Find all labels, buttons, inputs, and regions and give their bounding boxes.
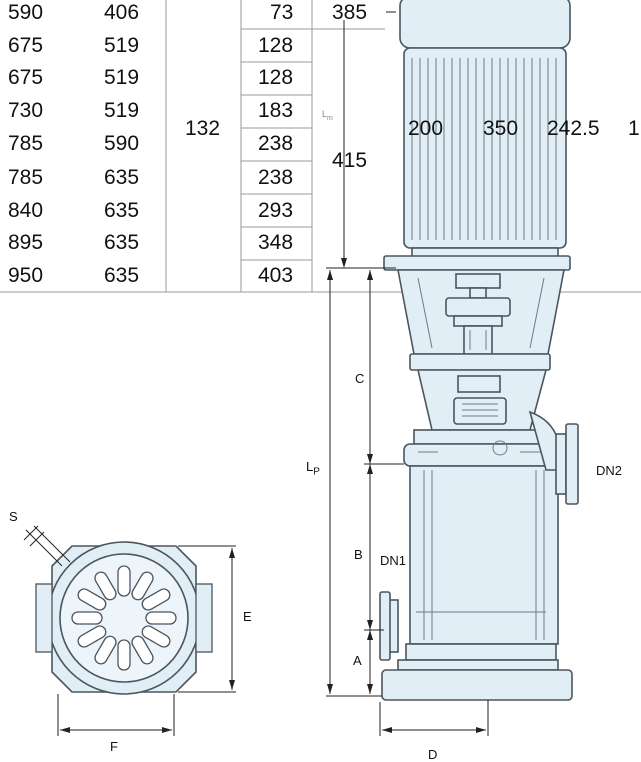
top-view-corners <box>35 583 213 653</box>
table-cell: 385 <box>332 1 368 24</box>
table-cell: 403 <box>258 264 294 287</box>
table-cell: 519 <box>104 34 140 57</box>
table-cell: 293 <box>258 199 294 222</box>
table-cell: 895 <box>8 231 44 254</box>
label-c: C <box>355 371 365 386</box>
label-lm: Lm <box>322 110 333 122</box>
label-f: F <box>110 739 118 754</box>
label-s: S <box>9 509 18 524</box>
table-cell-merged: 415 <box>332 149 368 172</box>
table-cell: 635 <box>104 231 140 254</box>
dimension-lines <box>23 11 489 736</box>
table-cell-merged: 350 <box>483 117 519 140</box>
label-dn2: DN2 <box>596 463 623 478</box>
pump-body <box>379 410 579 701</box>
bracket-details <box>417 277 545 417</box>
table-cell: 635 <box>104 166 140 189</box>
table-cell: 635 <box>104 264 140 287</box>
top-view-slots <box>71 565 177 671</box>
label-b: B <box>354 547 363 562</box>
bracket <box>397 269 565 431</box>
table-cell: 73 <box>270 1 294 24</box>
table-cell: 519 <box>104 99 140 122</box>
top-view <box>47 541 201 695</box>
table-cell: 590 <box>8 1 44 24</box>
table-cell: 183 <box>258 99 294 122</box>
table-cell-merged: 1 <box>628 117 640 140</box>
table-cell: 128 <box>258 66 294 89</box>
label-lp: LP <box>306 460 320 478</box>
label-d: D <box>428 747 438 762</box>
table-cell: 840 <box>8 199 44 222</box>
table-cell: 128 <box>258 34 294 57</box>
table-cell: 238 <box>258 166 294 189</box>
table-cell: 519 <box>104 66 140 89</box>
label-lp-subscript: P <box>313 466 320 478</box>
table-cell: 406 <box>104 1 140 24</box>
table-cell: 635 <box>104 199 140 222</box>
label-lm-subscript: m <box>327 114 333 122</box>
table-cell: 785 <box>8 166 44 189</box>
label-lm-letter: L <box>322 109 328 119</box>
table-cell: 675 <box>8 34 44 57</box>
table-cell: 590 <box>104 132 140 155</box>
label-lp-letter: L <box>306 459 314 474</box>
pump-body-details <box>416 440 546 640</box>
table-cell: 730 <box>8 99 44 122</box>
table-cell: 238 <box>258 132 294 155</box>
dimension-arrows <box>60 258 486 733</box>
motor-fins <box>411 58 557 240</box>
label-dn1: DN1 <box>380 553 407 568</box>
label-e: E <box>243 609 252 624</box>
table-cell: 675 <box>8 66 44 89</box>
table-cell: 348 <box>258 231 294 254</box>
table-cell-merged: 242.5 <box>547 117 600 140</box>
label-a: A <box>353 653 362 668</box>
table-cell: 785 <box>8 132 44 155</box>
table-cell-merged: 200 <box>408 117 444 140</box>
table-cell: 950 <box>8 264 44 287</box>
table-cell-merged: 132 <box>185 117 221 140</box>
